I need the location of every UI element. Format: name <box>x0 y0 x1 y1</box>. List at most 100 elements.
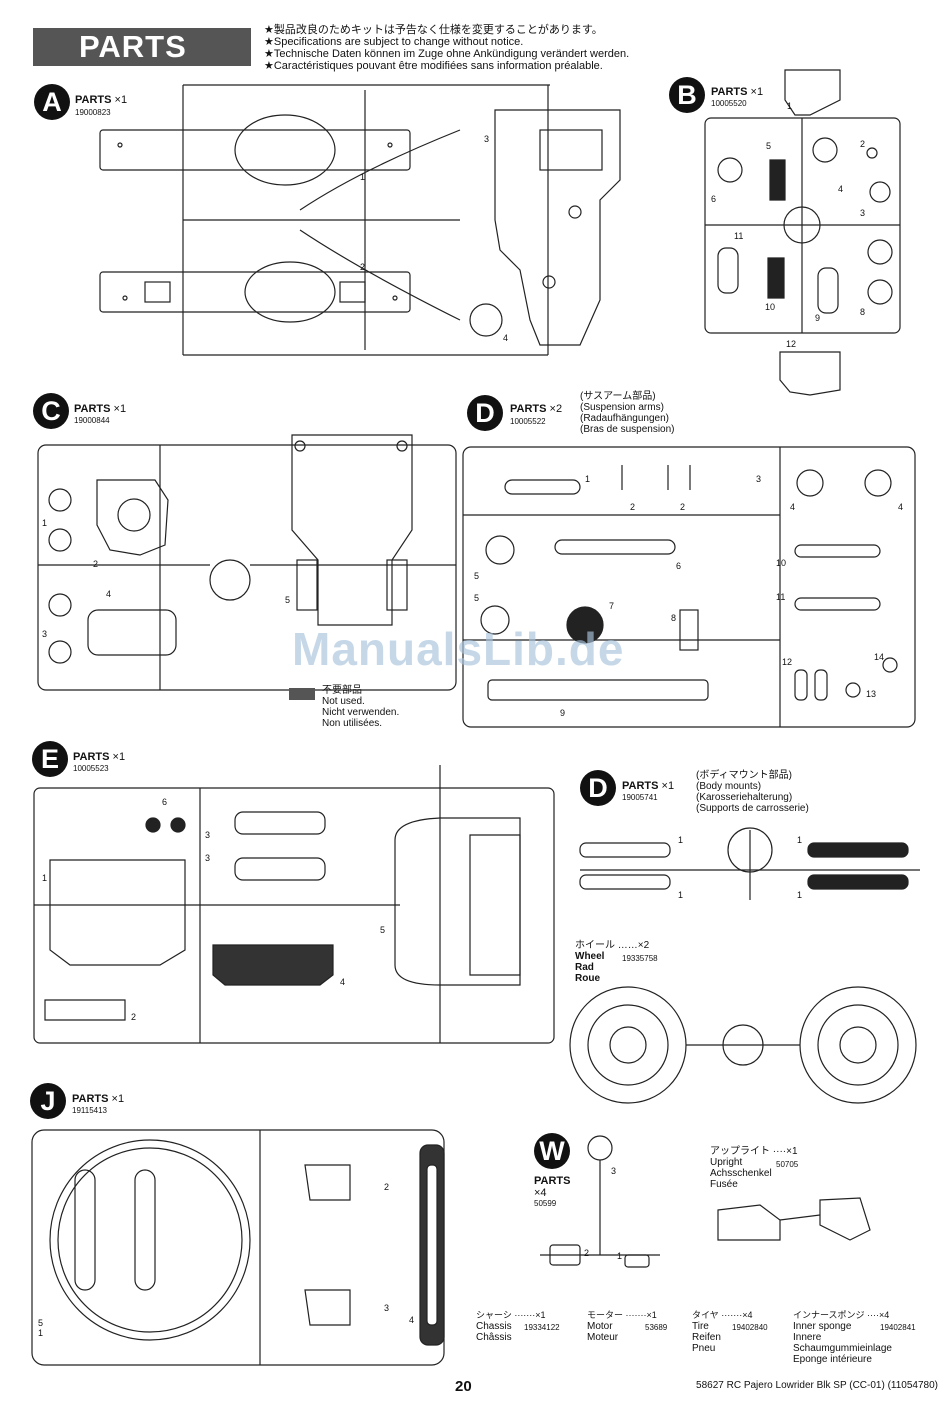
part-number-b6: 6 <box>711 194 717 204</box>
part-number-c3: 3 <box>42 629 48 639</box>
bottom-item-code: 19334122 <box>524 1323 560 1332</box>
parts-qty: ×2 <box>549 403 563 415</box>
sprue-e-drawing <box>33 765 555 1044</box>
legend-line: Not used. <box>322 696 365 707</box>
footer-text: 58627 RC Pajero Lowrider Blk SP (CC-01) … <box>696 1380 938 1391</box>
notice-line: ★Technische Daten können im Zuge ohne An… <box>264 48 630 60</box>
not-used-swatch <box>289 688 315 700</box>
upright-jp: アップライト ····×1 <box>710 1146 798 1157</box>
part-number-f1b: 1 <box>678 890 684 900</box>
part-number-c1: 1 <box>42 518 48 528</box>
desc-line: (サスアーム部品) <box>580 391 656 402</box>
item-line: Reifen <box>692 1332 721 1343</box>
sprue-w-label: PARTS ×4 <box>534 1175 570 1199</box>
sprue-d1-badge: D <box>467 395 503 431</box>
notice-line: ★Specifications are subject to change wi… <box>264 36 524 48</box>
sprue-d2-code: 19005741 <box>622 793 658 802</box>
sprue-c-drawing <box>37 434 457 691</box>
sprue-a-code: 19000823 <box>75 108 111 117</box>
sprue-c-label: PARTS ×1 <box>74 403 126 415</box>
part-number-b11: 11 <box>734 231 744 241</box>
part-number-d9: 9 <box>560 708 566 718</box>
part-number-e3b: 3 <box>205 853 211 863</box>
part-number-e1: 1 <box>42 873 48 883</box>
desc-line: (Suspension arms) <box>580 402 664 413</box>
part-number-d2: 2 <box>630 502 636 512</box>
item-jp: モーター ·······×1 <box>587 1310 657 1320</box>
part-number-j1: 1 <box>38 1328 44 1338</box>
notice-line: ★Caractéristiques pouvant être modifiées… <box>264 60 603 72</box>
sprue-b-code: 10005520 <box>711 99 747 108</box>
desc-line: (Supports de carrosserie) <box>696 803 809 814</box>
part-number-d14: 14 <box>874 652 885 662</box>
part-number-b2: 2 <box>860 139 866 149</box>
parts-word: PARTS <box>510 403 547 415</box>
part-number-j4: 4 <box>409 1315 415 1325</box>
sprue-d1-code: 10005522 <box>510 417 546 426</box>
part-number-d7: 7 <box>609 601 615 611</box>
part-number-b10: 10 <box>765 302 776 312</box>
sprue-a-label: PARTS ×1 <box>75 94 127 106</box>
part-number-b4: 4 <box>838 184 844 194</box>
parts-word: PARTS <box>73 751 110 763</box>
part-number-d5b: 5 <box>474 593 480 603</box>
sprue-d1-desc: (サスアーム部品) (Suspension arms) (Radaufhängu… <box>580 391 675 435</box>
item-line: Innere <box>793 1332 822 1343</box>
part-number-e2: 2 <box>131 1012 137 1022</box>
page-title: PARTS <box>33 28 251 66</box>
wheel-jp: ホイール ……×2 <box>575 940 650 951</box>
item-line: Eponge intérieure <box>793 1354 872 1365</box>
part-number-j2: 2 <box>384 1182 390 1192</box>
sprue-w-badge: W <box>534 1133 570 1169</box>
sprue-d2-label: PARTS ×1 <box>622 780 674 792</box>
part-number-d13: 13 <box>866 689 877 699</box>
page-number: 20 <box>455 1378 472 1395</box>
part-number-w1: 1 <box>617 1251 623 1261</box>
part-number-a3: 3 <box>484 134 490 144</box>
upright-line: Achsschenkel <box>710 1168 772 1179</box>
part-number-e4: 4 <box>340 977 346 987</box>
part-number-e3: 3 <box>205 830 211 840</box>
sprue-a-drawing <box>99 84 621 356</box>
sprue-j-label: PARTS ×1 <box>72 1093 124 1105</box>
part-number-d8: 8 <box>671 613 677 623</box>
part-number-c4: 4 <box>106 589 112 599</box>
part-number-b1: 1 <box>787 101 793 111</box>
upright-code: 50705 <box>776 1160 799 1169</box>
parts-qty: ×1 <box>114 94 128 106</box>
sprue-e-badge: E <box>32 741 68 777</box>
item-jp: タイヤ ·······×4 <box>692 1310 753 1320</box>
part-number-j3: 3 <box>384 1303 390 1313</box>
sprue-c-badge: C <box>33 393 69 429</box>
bottom-item-code: 53689 <box>645 1323 668 1332</box>
part-number-d12: 12 <box>782 657 793 667</box>
desc-line: (Body mounts) <box>696 781 762 792</box>
parts-word: PARTS <box>711 86 748 98</box>
bottom-item-chassis: シャーシ ·······×1 Chassis Châssis <box>476 1310 546 1343</box>
sprue-w-drawing <box>540 1135 660 1268</box>
parts-qty: ×1 <box>113 403 127 415</box>
part-number-c2: 2 <box>93 559 99 569</box>
sprue-b-badge: B <box>669 77 705 113</box>
legend-line: 不要部品 <box>322 685 362 696</box>
sprue-d1-label: PARTS ×2 <box>510 403 562 415</box>
part-number-b8: 8 <box>860 307 866 317</box>
part-number-e5: 5 <box>380 925 386 935</box>
part-number-d5: 5 <box>474 571 480 581</box>
item-line: Inner sponge <box>793 1321 852 1332</box>
part-number-f1d: 1 <box>797 890 803 900</box>
parts-word: PARTS <box>74 403 111 415</box>
part-number-d11: 11 <box>776 592 786 602</box>
desc-line: (Bras de suspension) <box>580 424 675 435</box>
part-number-d6: 6 <box>676 561 682 571</box>
wheel-label: ホイール ……×2 Wheel Rad Roue <box>575 940 649 984</box>
parts-word: PARTS <box>75 94 112 106</box>
part-number-e6: 6 <box>162 797 168 807</box>
sprue-b-drawing <box>704 69 901 396</box>
item-jp: インナースポンジ ····×4 <box>793 1310 890 1320</box>
not-used-legend: 不要部品 Not used. Nicht verwenden. Non util… <box>322 685 399 729</box>
item-line: Moteur <box>587 1332 619 1343</box>
sprue-c-code: 19000844 <box>74 416 110 425</box>
item-line: Pneu <box>692 1343 716 1354</box>
